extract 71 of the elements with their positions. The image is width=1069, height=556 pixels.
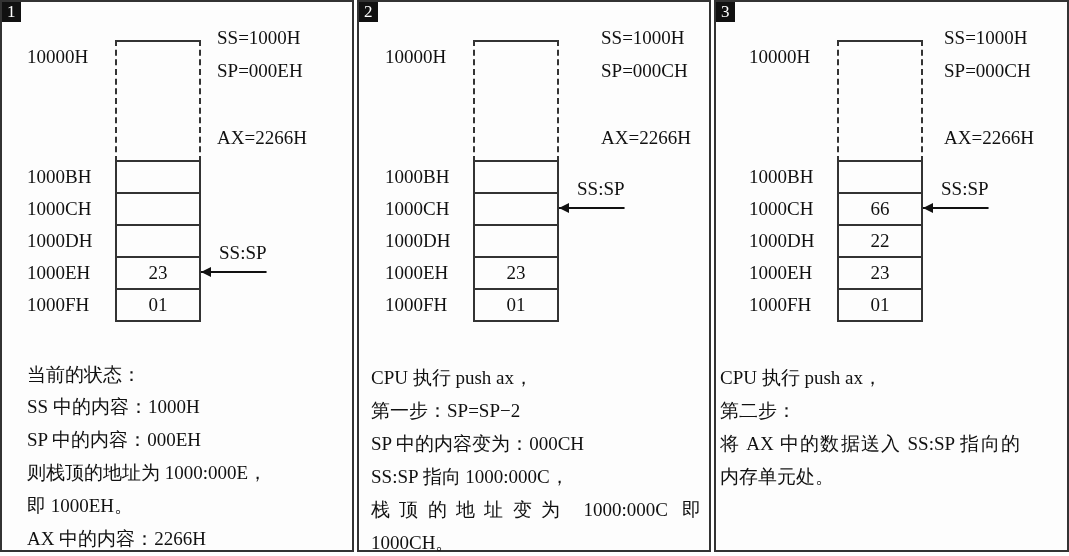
memory-cell <box>837 160 923 194</box>
address-label: 1000BH <box>27 166 92 188</box>
address-label: 1000EH <box>385 262 449 284</box>
description-text: 栈顶的地址变为 1000:000C 即 1000CH。 <box>371 498 701 555</box>
address-label: 1000BH <box>749 166 814 188</box>
description-text: SP 中的内容变为：000CH <box>371 432 586 456</box>
stack-top-region <box>837 40 923 162</box>
address-label: 1000DH <box>749 230 815 252</box>
panel <box>357 0 711 552</box>
description-text: AX 中的内容：2266H <box>27 528 206 550</box>
arrow <box>922 203 990 213</box>
memory-cell <box>115 224 201 258</box>
register-value: SP=000EH <box>217 60 303 82</box>
memory-cell <box>473 192 559 226</box>
arrow <box>200 267 268 277</box>
memory-cell <box>115 160 201 194</box>
description-text: 将 AX 中的数据送入 SS:SP 指向的内存单元处。 <box>720 432 1020 489</box>
address-label: 1000FH <box>27 294 90 316</box>
description-text: 当前的状态： <box>27 364 141 386</box>
panel-number: 2 <box>359 2 378 22</box>
memory-cell: 66 <box>837 192 923 226</box>
memory-cell: 22 <box>837 224 923 258</box>
panel-number: 3 <box>716 2 735 22</box>
stack-top-region <box>473 40 559 162</box>
address-label: 1000CH <box>385 198 450 220</box>
register-value: SP=000CH <box>944 60 1031 82</box>
register-value: AX=2266H <box>217 127 307 149</box>
panel <box>714 0 1069 552</box>
description-text: CPU 执行 push ax， <box>720 366 884 390</box>
address-label: 1000EH <box>27 262 91 284</box>
register-value: SS=1000H <box>601 27 685 49</box>
description-text: SS:SP 指向 1000:000C， <box>371 465 570 489</box>
description-text: SP 中的内容：000EH <box>27 429 201 451</box>
register-value: SS=1000H <box>217 27 301 49</box>
panel <box>0 0 354 552</box>
address-label: 1000DH <box>27 230 93 252</box>
memory-cell: 23 <box>473 256 559 290</box>
address-label: 1000CH <box>749 198 814 220</box>
description-text: 第二步： <box>720 399 797 423</box>
description-text: CPU 执行 push ax， <box>371 366 535 390</box>
description-text: 第一步：SP=SP−2 <box>371 399 522 423</box>
panel-number: 1 <box>2 2 21 22</box>
register-value: SP=000CH <box>601 60 688 82</box>
memory-cell: 01 <box>115 288 201 322</box>
address-label: 10000H <box>749 46 811 68</box>
stack-top-region <box>115 40 201 162</box>
pointer-label: SS:SP <box>577 178 625 210</box>
address-label: 1000DH <box>385 230 451 252</box>
memory-cell <box>115 192 201 226</box>
register-value: AX=2266H <box>944 127 1034 149</box>
register-value: SS=1000H <box>944 27 1028 49</box>
address-label: 1000BH <box>385 166 450 188</box>
memory-cell: 23 <box>115 256 201 290</box>
arrow <box>558 203 626 213</box>
address-label: 1000FH <box>749 294 812 316</box>
address-label: 10000H <box>27 46 89 68</box>
address-label: 1000EH <box>749 262 813 284</box>
address-label: 10000H <box>385 46 447 68</box>
pointer-label: SS:SP <box>219 242 267 274</box>
memory-cell <box>473 160 559 194</box>
pointer-label: SS:SP <box>941 178 989 210</box>
memory-cell: 01 <box>473 288 559 322</box>
address-label: 1000FH <box>385 294 448 316</box>
memory-cell: 01 <box>837 288 923 322</box>
description-text: 即 1000EH。 <box>27 495 134 517</box>
description-text: SS 中的内容：1000H <box>27 396 200 418</box>
description-text: 则栈顶的地址为 1000:000E， <box>27 462 268 484</box>
register-value: AX=2266H <box>601 127 691 149</box>
memory-cell <box>473 224 559 258</box>
address-label: 1000CH <box>27 198 92 220</box>
memory-cell: 23 <box>837 256 923 290</box>
